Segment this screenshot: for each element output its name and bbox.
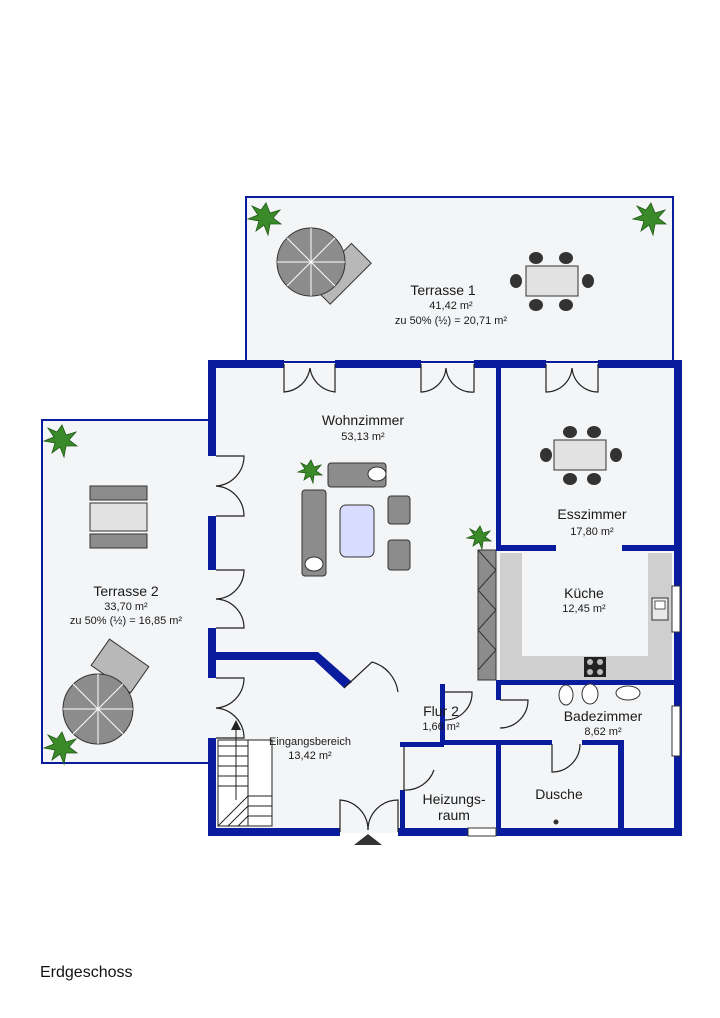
loungers-terrace-2 (89, 485, 148, 549)
area-eingangsbereich: 13,42 m² (288, 750, 332, 762)
label-terrasse-2: Terrasse 2 (93, 583, 159, 599)
label-flur-2: Flur 2 (423, 703, 459, 719)
area-kueche: 12,45 m² (562, 603, 606, 615)
sofa-set (301, 462, 411, 577)
house-floor (212, 364, 678, 833)
cabinet-hatch (477, 549, 497, 671)
stove-icon (584, 657, 606, 677)
label-esszimmer: Esszimmer (557, 506, 627, 522)
label-badezimmer: Badezimmer (564, 708, 643, 724)
window-heating (467, 827, 497, 837)
bathroom-fixtures (553, 683, 641, 825)
floor-caption: Erdgeschoss (40, 964, 133, 981)
parasol-lounger-2 (62, 638, 150, 745)
area-terrasse-1: 41,42 m² (429, 300, 473, 312)
area-flur-2: 1,66 m² (422, 721, 460, 733)
label-terrasse-1: Terrasse 1 (410, 282, 476, 298)
dining-table-terrace (510, 252, 594, 311)
label-heizungsraum-2: raum (438, 807, 470, 823)
area-wohnzimmer: 53,13 m² (341, 431, 385, 443)
window-bath (671, 705, 681, 757)
note-terrasse-2: zu 50% (½) = 16,85 m² (70, 615, 183, 627)
label-kueche: Küche (564, 585, 604, 601)
label-wohnzimmer: Wohnzimmer (322, 412, 405, 428)
label-eingangsbereich: Eingangsbereich (269, 736, 351, 748)
kitchen-cabinet (477, 549, 497, 681)
area-terrasse-2: 33,70 m² (104, 601, 148, 613)
inner-walls (216, 368, 678, 830)
area-badezimmer: 8,62 m² (584, 726, 622, 738)
area-esszimmer: 17,80 m² (570, 526, 614, 538)
doors (215, 364, 599, 832)
plant-icons (42, 202, 668, 766)
coffee-table (339, 504, 375, 558)
parasol-lounger-1 (276, 227, 372, 305)
stair-arrow-icon (231, 720, 241, 730)
label-heizungsraum-1: Heizungs- (422, 791, 485, 807)
label-dusche: Dusche (535, 786, 583, 802)
staircase (217, 724, 273, 827)
window-kitchen (671, 585, 681, 633)
kitchen-counter (500, 553, 672, 680)
note-terrasse-1: zu 50% (½) = 20,71 m² (395, 315, 508, 327)
dining-table-esszimmer (540, 426, 622, 485)
entrance-arrow-icon (354, 834, 382, 845)
